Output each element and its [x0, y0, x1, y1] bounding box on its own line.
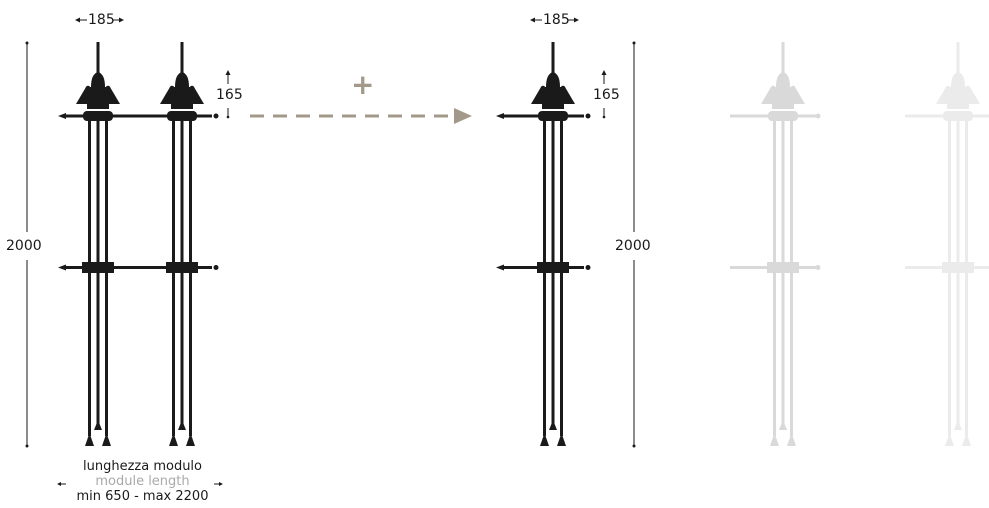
ghost-fixture-1	[730, 42, 821, 446]
left-module	[58, 42, 219, 446]
dashed-arrow	[250, 108, 472, 124]
module-length-range: min 650 - max 2200	[76, 489, 209, 504]
fixture-left-1	[76, 42, 120, 446]
module-length-it: lunghezza modulo	[83, 459, 202, 474]
dim-head-right: 165	[593, 87, 620, 103]
dimension-lines	[25, 17, 636, 486]
right-fixture	[496, 42, 591, 446]
dim-width-right: 185	[543, 12, 570, 28]
plus-icon: +	[351, 68, 375, 101]
arrow-head-icon	[454, 108, 472, 124]
ghost-fixture-2	[905, 42, 989, 446]
module-length-en: module length	[95, 474, 190, 489]
dim-height-right: 2000	[615, 238, 651, 254]
module-length-label: lunghezza modulo module length min 650 -…	[55, 459, 230, 504]
dim-head-left: 165	[216, 87, 243, 103]
dim-width-left: 185	[88, 12, 115, 28]
fixture-left-2	[160, 42, 204, 446]
dim-height-left: 2000	[6, 238, 42, 254]
